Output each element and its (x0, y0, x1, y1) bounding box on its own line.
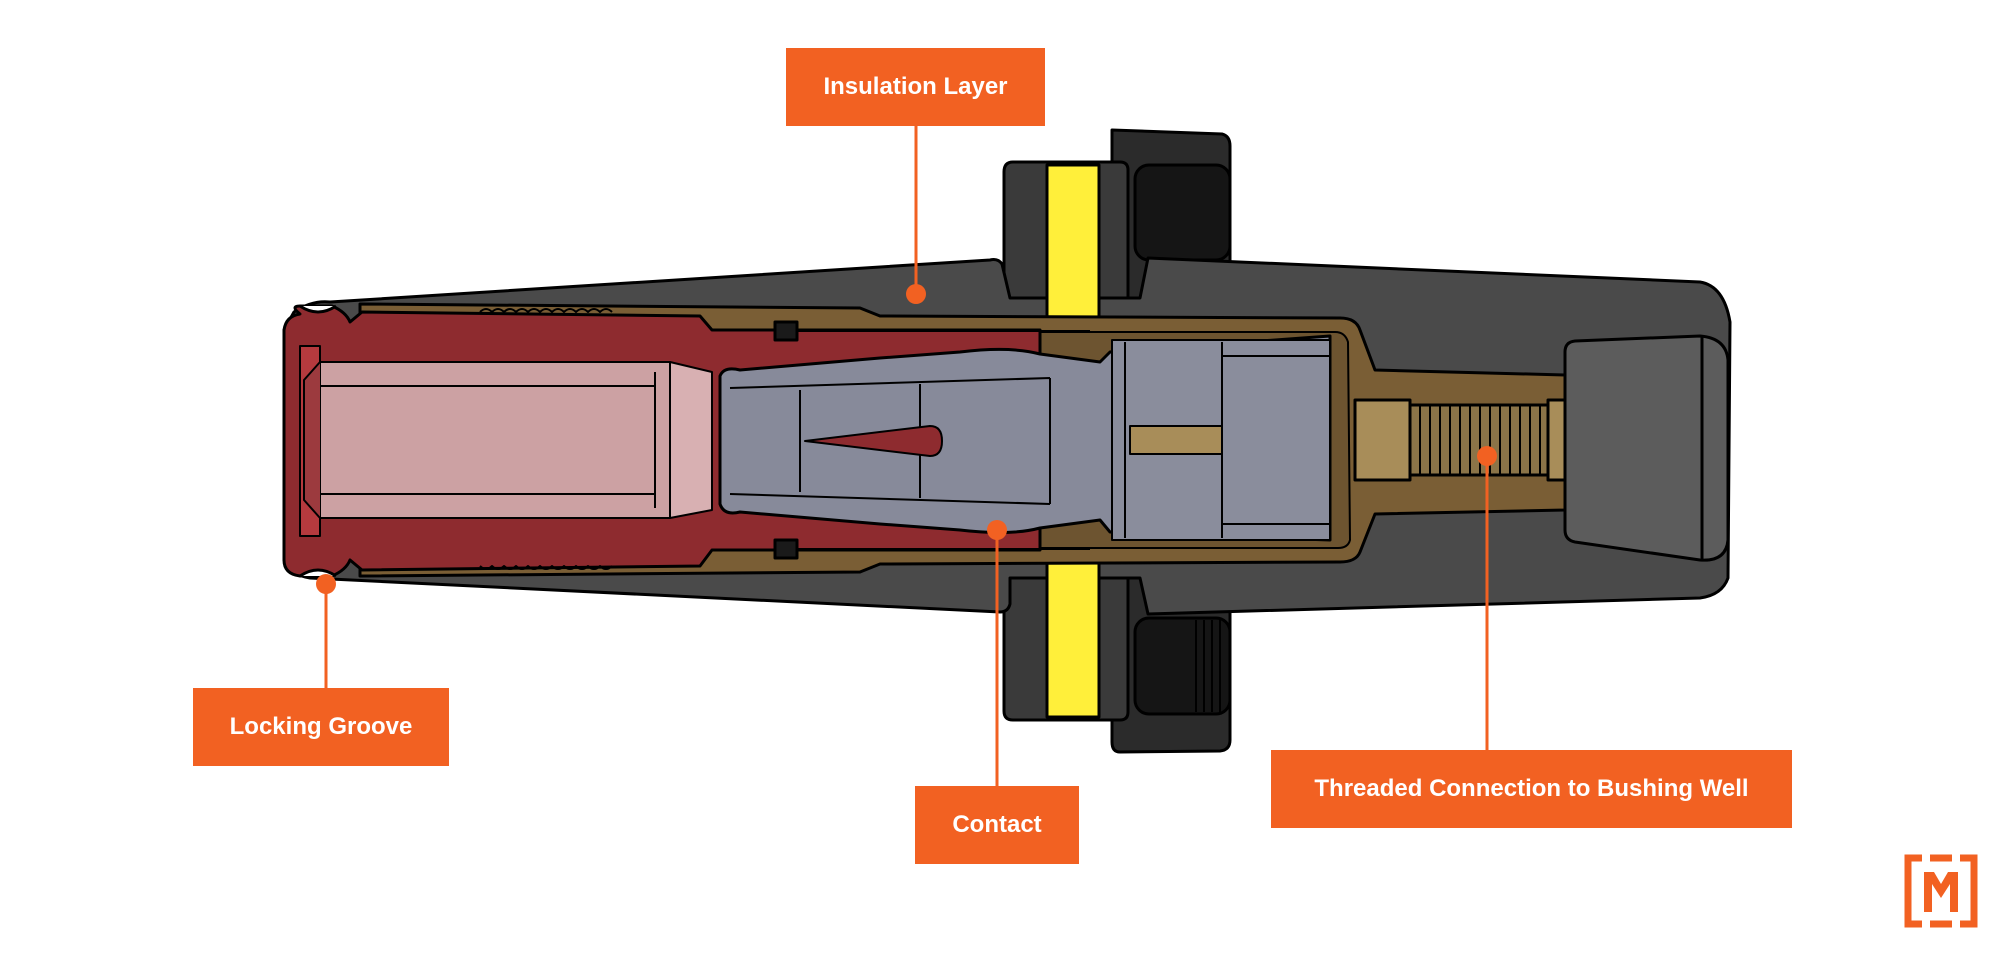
probe-threads-top (479, 308, 613, 313)
insulation-layer-label: Insulation Layer (786, 48, 1045, 126)
locking-groove-notch-top (299, 304, 337, 314)
contact-leader-dot (987, 520, 1007, 540)
flange-band-top (1045, 163, 1101, 322)
probe-tip-face (669, 361, 713, 519)
locking-groove-label: Locking Groove (193, 688, 449, 766)
threaded-stud-end (1546, 398, 1567, 482)
contact-tab (1129, 425, 1223, 455)
contact-slot (804, 425, 943, 457)
probe-bore-chamfer (303, 361, 321, 519)
flange-band-bottom (1045, 560, 1101, 719)
probe-threads-bottom (479, 565, 613, 570)
threaded-leader-dot (1477, 446, 1497, 466)
brand-logo-icon (1904, 854, 1978, 928)
bushing-end-cap (1563, 334, 1730, 562)
retaining-ring-top (773, 320, 799, 342)
insulation-leader-dot (906, 284, 926, 304)
threaded-stud (1408, 403, 1562, 477)
retaining-ring-bottom (773, 538, 799, 560)
threaded-stud-base (1353, 398, 1412, 482)
contact-fingers (729, 377, 1051, 505)
threaded-connection-label: Threaded Connection to Bushing Well (1271, 750, 1792, 828)
contact-label: Contact (915, 786, 1079, 864)
flange-ridges (1195, 620, 1221, 712)
groove-leader-dot (316, 574, 336, 594)
callout-leaders (316, 126, 1497, 786)
